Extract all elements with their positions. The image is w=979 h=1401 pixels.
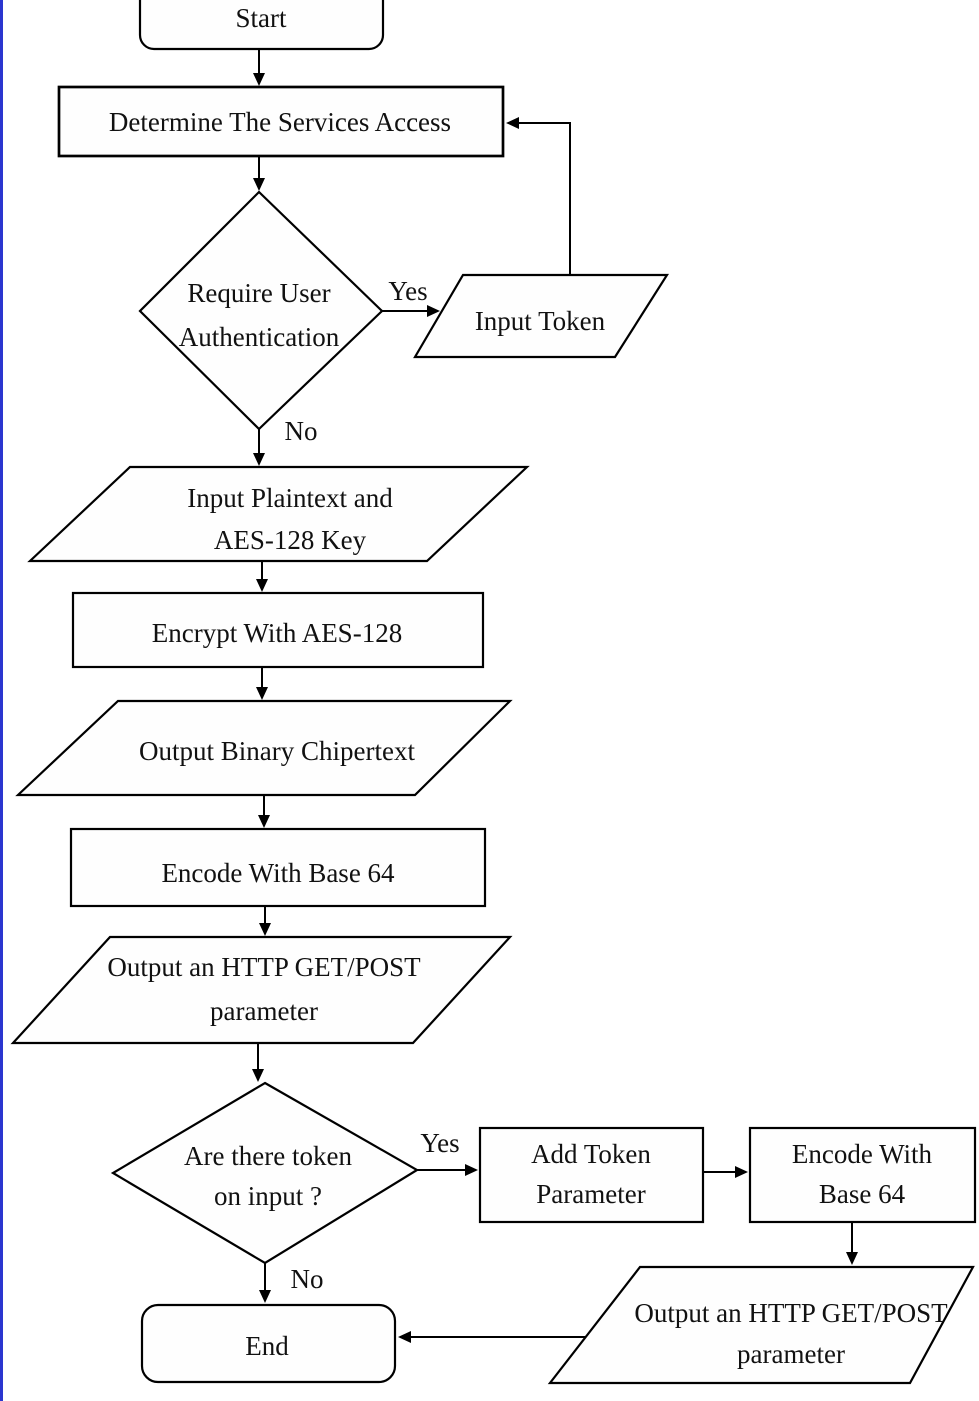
output-http-param-2-label-line1: Output an HTTP GET/POST — [634, 1298, 948, 1328]
arrowhead-tokencheck-no — [259, 1290, 271, 1303]
output-http-param-parallelogram-shape — [10, 935, 513, 1045]
input-plaintext-parallelogram-shape — [27, 465, 530, 563]
token-check-diamond-shape — [110, 1081, 420, 1265]
encode-base64-2-label-line2: Base 64 — [819, 1179, 906, 1209]
require-auth-label-line2: Authentication — [179, 322, 340, 352]
node-input-plaintext: Input Plaintext and AES-128 Key — [27, 465, 530, 563]
output-binary-label: Output Binary Chipertext — [139, 736, 415, 766]
arrowhead-encode2-http2 — [846, 1252, 858, 1265]
arrowhead-addtoken-encode2 — [735, 1166, 748, 1178]
auth-yes-branch-label: Yes — [388, 276, 427, 306]
input-plaintext-label-line1: Input Plaintext and — [187, 483, 393, 513]
output-http-param-label-line1: Output an HTTP GET/POST — [107, 952, 421, 982]
edges — [252, 49, 858, 1343]
token-check-label-line1: Are there token — [184, 1141, 352, 1171]
output-http-param-2-parallelogram-shape — [547, 1265, 975, 1385]
determine-services-shape — [57, 85, 505, 158]
encode-base64-label: Encode With Base 64 — [161, 858, 395, 888]
encode-base64-shape — [69, 827, 487, 908]
node-start: Start — [138, 0, 385, 51]
arrowhead-token-feedback — [506, 117, 519, 129]
output-http-param-label-line2: parameter — [210, 996, 318, 1026]
encrypt-aes-shape — [71, 591, 485, 669]
encrypt-aes-label: Encrypt With AES-128 — [152, 618, 402, 648]
determine-services-label: Determine The Services Access — [109, 107, 451, 137]
output-binary-parallelogram-shape — [15, 699, 513, 797]
arrowhead-tokencheck-yes — [465, 1164, 478, 1176]
auth-no-branch-label: No — [285, 416, 318, 446]
node-output-http-param: Output an HTTP GET/POST parameter — [10, 935, 513, 1045]
add-token-param-shape — [478, 1126, 705, 1224]
arrowhead-encrypt-binary — [256, 687, 268, 700]
arrowhead-http2-end — [398, 1331, 411, 1343]
node-end: End — [140, 1303, 397, 1384]
input-plaintext-label-line2: AES-128 Key — [214, 525, 367, 555]
node-token-check-decision: Are there token on input ? — [110, 1081, 420, 1265]
require-auth-label-line1: Require User — [187, 278, 330, 308]
edge-token-feedback — [517, 122, 571, 275]
token-no-branch-label: No — [291, 1264, 324, 1294]
node-output-http-param-2: Output an HTTP GET/POST parameter — [547, 1265, 975, 1385]
arrowhead-binary-encode — [258, 815, 270, 828]
add-token-param-label-line2: Parameter — [536, 1179, 645, 1209]
node-encode-base64: Encode With Base 64 — [69, 827, 487, 908]
node-add-token-param: Add Token Parameter — [478, 1126, 705, 1224]
arrowhead-http-tokencheck — [252, 1069, 264, 1082]
node-input-token: Input Token — [413, 273, 670, 359]
start-label: Start — [236, 3, 287, 33]
end-terminator-shape — [140, 1303, 397, 1384]
token-check-label-line2: on input ? — [214, 1181, 322, 1211]
encode-base64-2-shape — [748, 1126, 977, 1224]
input-token-parallelogram-shape — [413, 273, 670, 359]
encode-base64-2-label-line1: Encode With — [792, 1139, 933, 1169]
scan-artifact-line — [0, 0, 3, 1401]
node-determine-services: Determine The Services Access — [57, 85, 505, 158]
require-auth-diamond-shape — [138, 190, 384, 431]
arrowhead-auth-no — [253, 453, 265, 466]
node-output-binary: Output Binary Chipertext — [15, 699, 513, 797]
arrowhead-auth-yes — [427, 305, 440, 317]
output-http-param-2-label-line2: parameter — [737, 1339, 845, 1369]
arrowhead-determine-auth — [253, 178, 265, 191]
start-terminator-shape — [138, 0, 385, 51]
arrowhead-encode-http — [259, 923, 271, 936]
node-encrypt-aes: Encrypt With AES-128 — [71, 591, 485, 669]
arrowhead-start-determine — [253, 73, 265, 86]
node-encode-base64-2: Encode With Base 64 — [748, 1126, 977, 1224]
node-require-auth-decision: Require User Authentication — [138, 190, 384, 431]
end-label: End — [245, 1331, 289, 1361]
input-token-label: Input Token — [475, 306, 606, 336]
token-yes-branch-label: Yes — [420, 1128, 459, 1158]
add-token-param-label-line1: Add Token — [531, 1139, 651, 1169]
arrowhead-plaintext-encrypt — [256, 579, 268, 592]
